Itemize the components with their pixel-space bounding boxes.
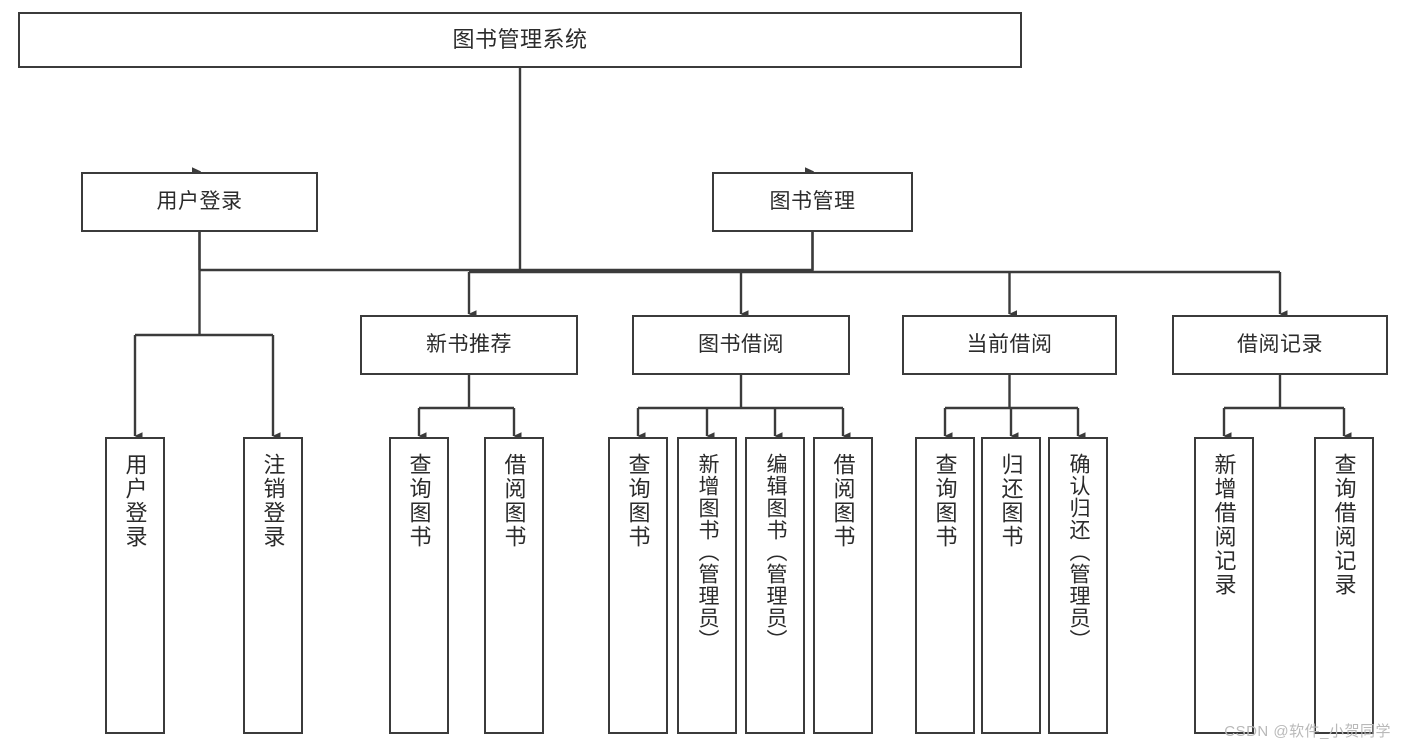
node-leaf-newbook-borrow[interactable]: 借阅图书	[484, 437, 544, 734]
node-label-current: 当前借阅	[966, 332, 1053, 356]
node-label-leaf-borrow-add: 新增图书（管理员）	[696, 453, 720, 651]
node-borrow[interactable]: 图书借阅	[632, 315, 850, 375]
node-current[interactable]: 当前借阅	[902, 315, 1117, 375]
node-leaf-borrow-edit[interactable]: 编辑图书（管理员）	[745, 437, 805, 734]
node-newbook[interactable]: 新书推荐	[360, 315, 578, 375]
node-leaf-current-query[interactable]: 查询图书	[915, 437, 975, 734]
node-leaf-borrow-query[interactable]: 查询图书	[608, 437, 668, 734]
node-label-borrow: 图书借阅	[698, 332, 784, 356]
node-label-leaf-records-query: 查询借阅记录	[1331, 453, 1357, 597]
node-records[interactable]: 借阅记录	[1172, 315, 1388, 375]
node-label-leaf-borrow-lend: 借阅图书	[830, 453, 856, 549]
node-label-newbook: 新书推荐	[426, 332, 512, 356]
node-label-login: 用户登录	[156, 189, 243, 213]
node-label-leaf-user-logout: 注销登录	[260, 453, 286, 549]
node-leaf-user-login[interactable]: 用户登录	[105, 437, 165, 734]
node-label-root: 图书管理系统	[452, 27, 588, 53]
node-leaf-records-query[interactable]: 查询借阅记录	[1314, 437, 1374, 734]
node-leaf-borrow-add[interactable]: 新增图书（管理员）	[677, 437, 737, 734]
node-label-leaf-newbook-borrow: 借阅图书	[501, 453, 527, 549]
node-leaf-current-return[interactable]: 归还图书	[981, 437, 1041, 734]
node-label-leaf-newbook-query: 查询图书	[406, 453, 432, 549]
node-label-leaf-current-query: 查询图书	[932, 453, 958, 549]
node-leaf-newbook-query[interactable]: 查询图书	[389, 437, 449, 734]
node-leaf-records-add[interactable]: 新增借阅记录	[1194, 437, 1254, 734]
node-login[interactable]: 用户登录	[81, 172, 318, 232]
node-label-leaf-borrow-query: 查询图书	[625, 453, 651, 549]
node-label-leaf-borrow-edit: 编辑图书（管理员）	[764, 453, 788, 651]
node-label-records: 借阅记录	[1237, 332, 1323, 356]
connector-edges	[133, 68, 1352, 440]
node-leaf-current-confirm[interactable]: 确认归还（管理员）	[1048, 437, 1108, 734]
csdn-watermark: CSDN @软件_小贺同学	[1224, 723, 1391, 740]
node-label-leaf-current-return: 归还图书	[998, 453, 1024, 549]
node-label-leaf-current-confirm: 确认归还（管理员）	[1067, 453, 1091, 651]
node-label-bookmgmt: 图书管理	[769, 189, 856, 213]
node-leaf-user-logout[interactable]: 注销登录	[243, 437, 303, 734]
node-leaf-borrow-lend[interactable]: 借阅图书	[813, 437, 873, 734]
node-root[interactable]: 图书管理系统	[18, 12, 1022, 68]
node-label-leaf-records-add: 新增借阅记录	[1211, 453, 1237, 597]
node-label-leaf-user-login: 用户登录	[122, 453, 148, 549]
node-bookmgmt[interactable]: 图书管理	[712, 172, 913, 232]
